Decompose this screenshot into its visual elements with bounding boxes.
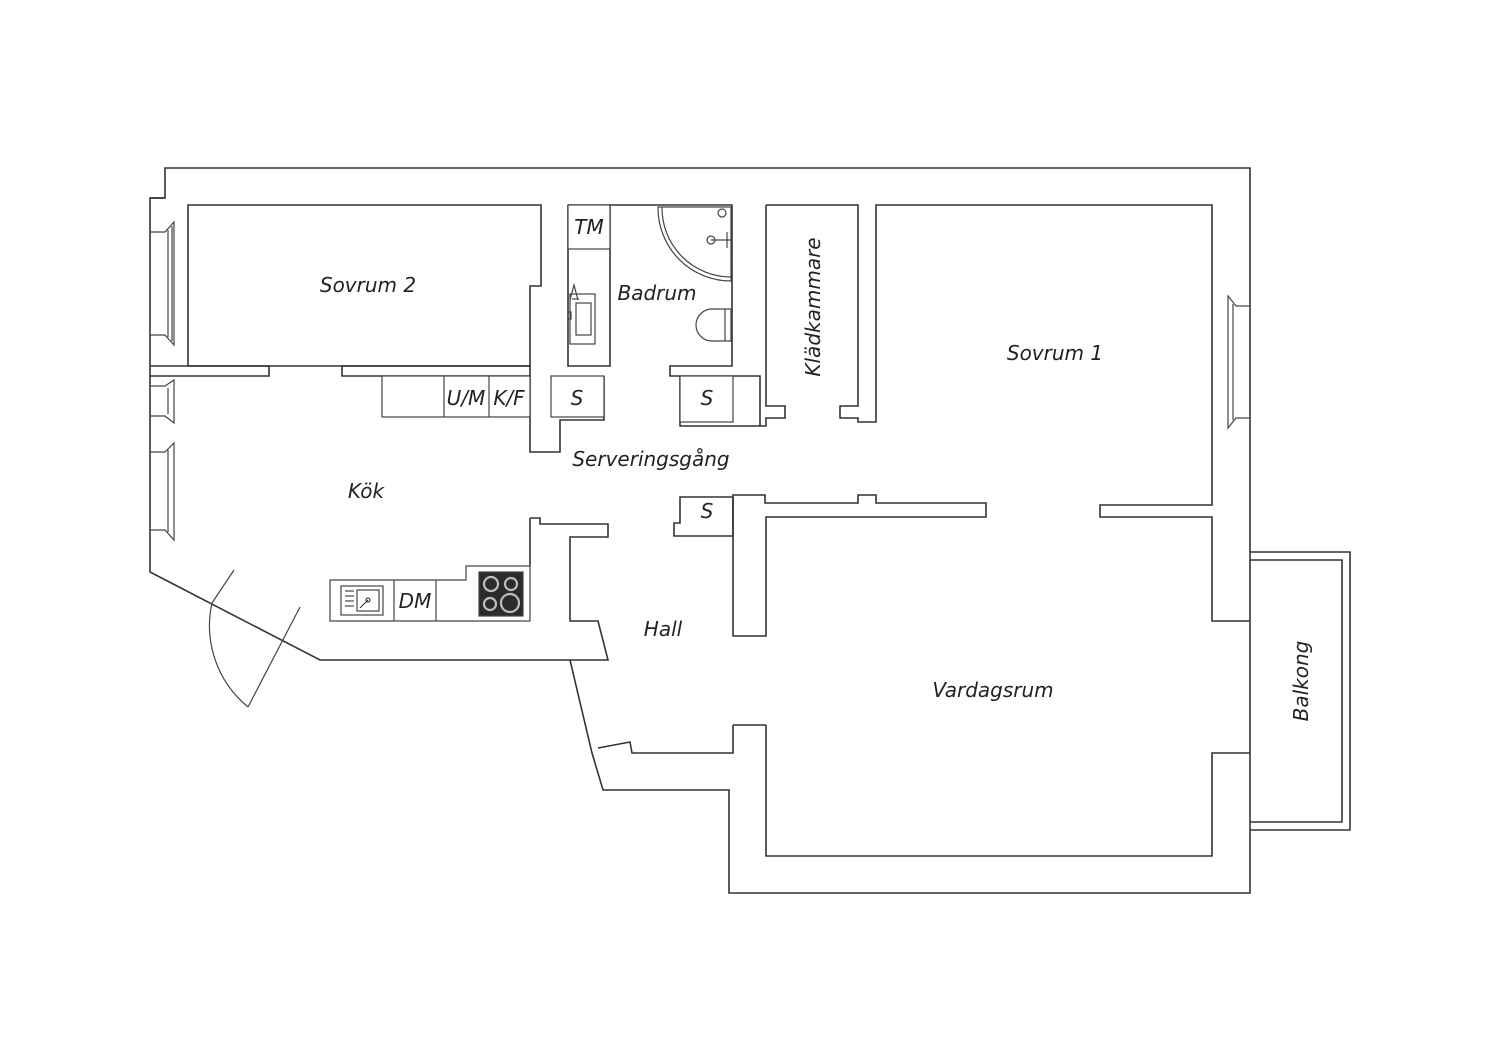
fixture-label-dm: DM bbox=[399, 589, 432, 613]
kitchen-counter bbox=[329, 565, 531, 622]
room-label-serveringsgang: Serveringsgång bbox=[572, 447, 729, 471]
interior-walls bbox=[150, 197, 1250, 857]
fixture-label-s-hall: S bbox=[701, 499, 714, 523]
door-swing-icon bbox=[208, 569, 301, 708]
fixture-labels: TM U/M K/F S S S DM bbox=[399, 215, 714, 613]
room-label-kok: Kök bbox=[348, 479, 386, 503]
bathroom-fixtures bbox=[567, 204, 734, 423]
fixture-label-s-kitchen: S bbox=[571, 386, 584, 410]
room-label-balkong: Balkong bbox=[1289, 641, 1313, 722]
toilet-icon bbox=[695, 308, 732, 342]
fixture-label-s-bath: S bbox=[701, 386, 714, 410]
hob-icon bbox=[478, 571, 524, 617]
balcony bbox=[1250, 551, 1351, 831]
room-label-vardagsrum: Vardagsrum bbox=[932, 678, 1053, 702]
room-label-hall: Hall bbox=[644, 617, 683, 641]
room-labels: Sovrum 2 Badrum Klädkammare Sovrum 1 Kök… bbox=[320, 237, 1313, 721]
room-label-kladkammare: Klädkammare bbox=[801, 237, 825, 376]
fixture-label-tm: TM bbox=[574, 215, 603, 239]
room-label-sovrum-1: Sovrum 1 bbox=[1007, 341, 1103, 365]
window-icon bbox=[150, 220, 1250, 542]
room-label-sovrum-2: Sovrum 2 bbox=[320, 273, 416, 297]
fixture-label-kf: K/F bbox=[493, 386, 525, 410]
kitchen-upper-units bbox=[381, 375, 605, 418]
sink-icon bbox=[340, 585, 384, 616]
kitchen-cabinet-s bbox=[550, 375, 605, 418]
shower-icon bbox=[657, 206, 732, 282]
washing-machine bbox=[567, 204, 611, 250]
outer-wall bbox=[149, 167, 1251, 894]
fixture-label-um: U/M bbox=[447, 386, 486, 410]
washbasin-icon bbox=[567, 282, 596, 345]
bathroom-cabinet-s bbox=[679, 375, 734, 423]
room-label-badrum: Badrum bbox=[617, 281, 696, 305]
